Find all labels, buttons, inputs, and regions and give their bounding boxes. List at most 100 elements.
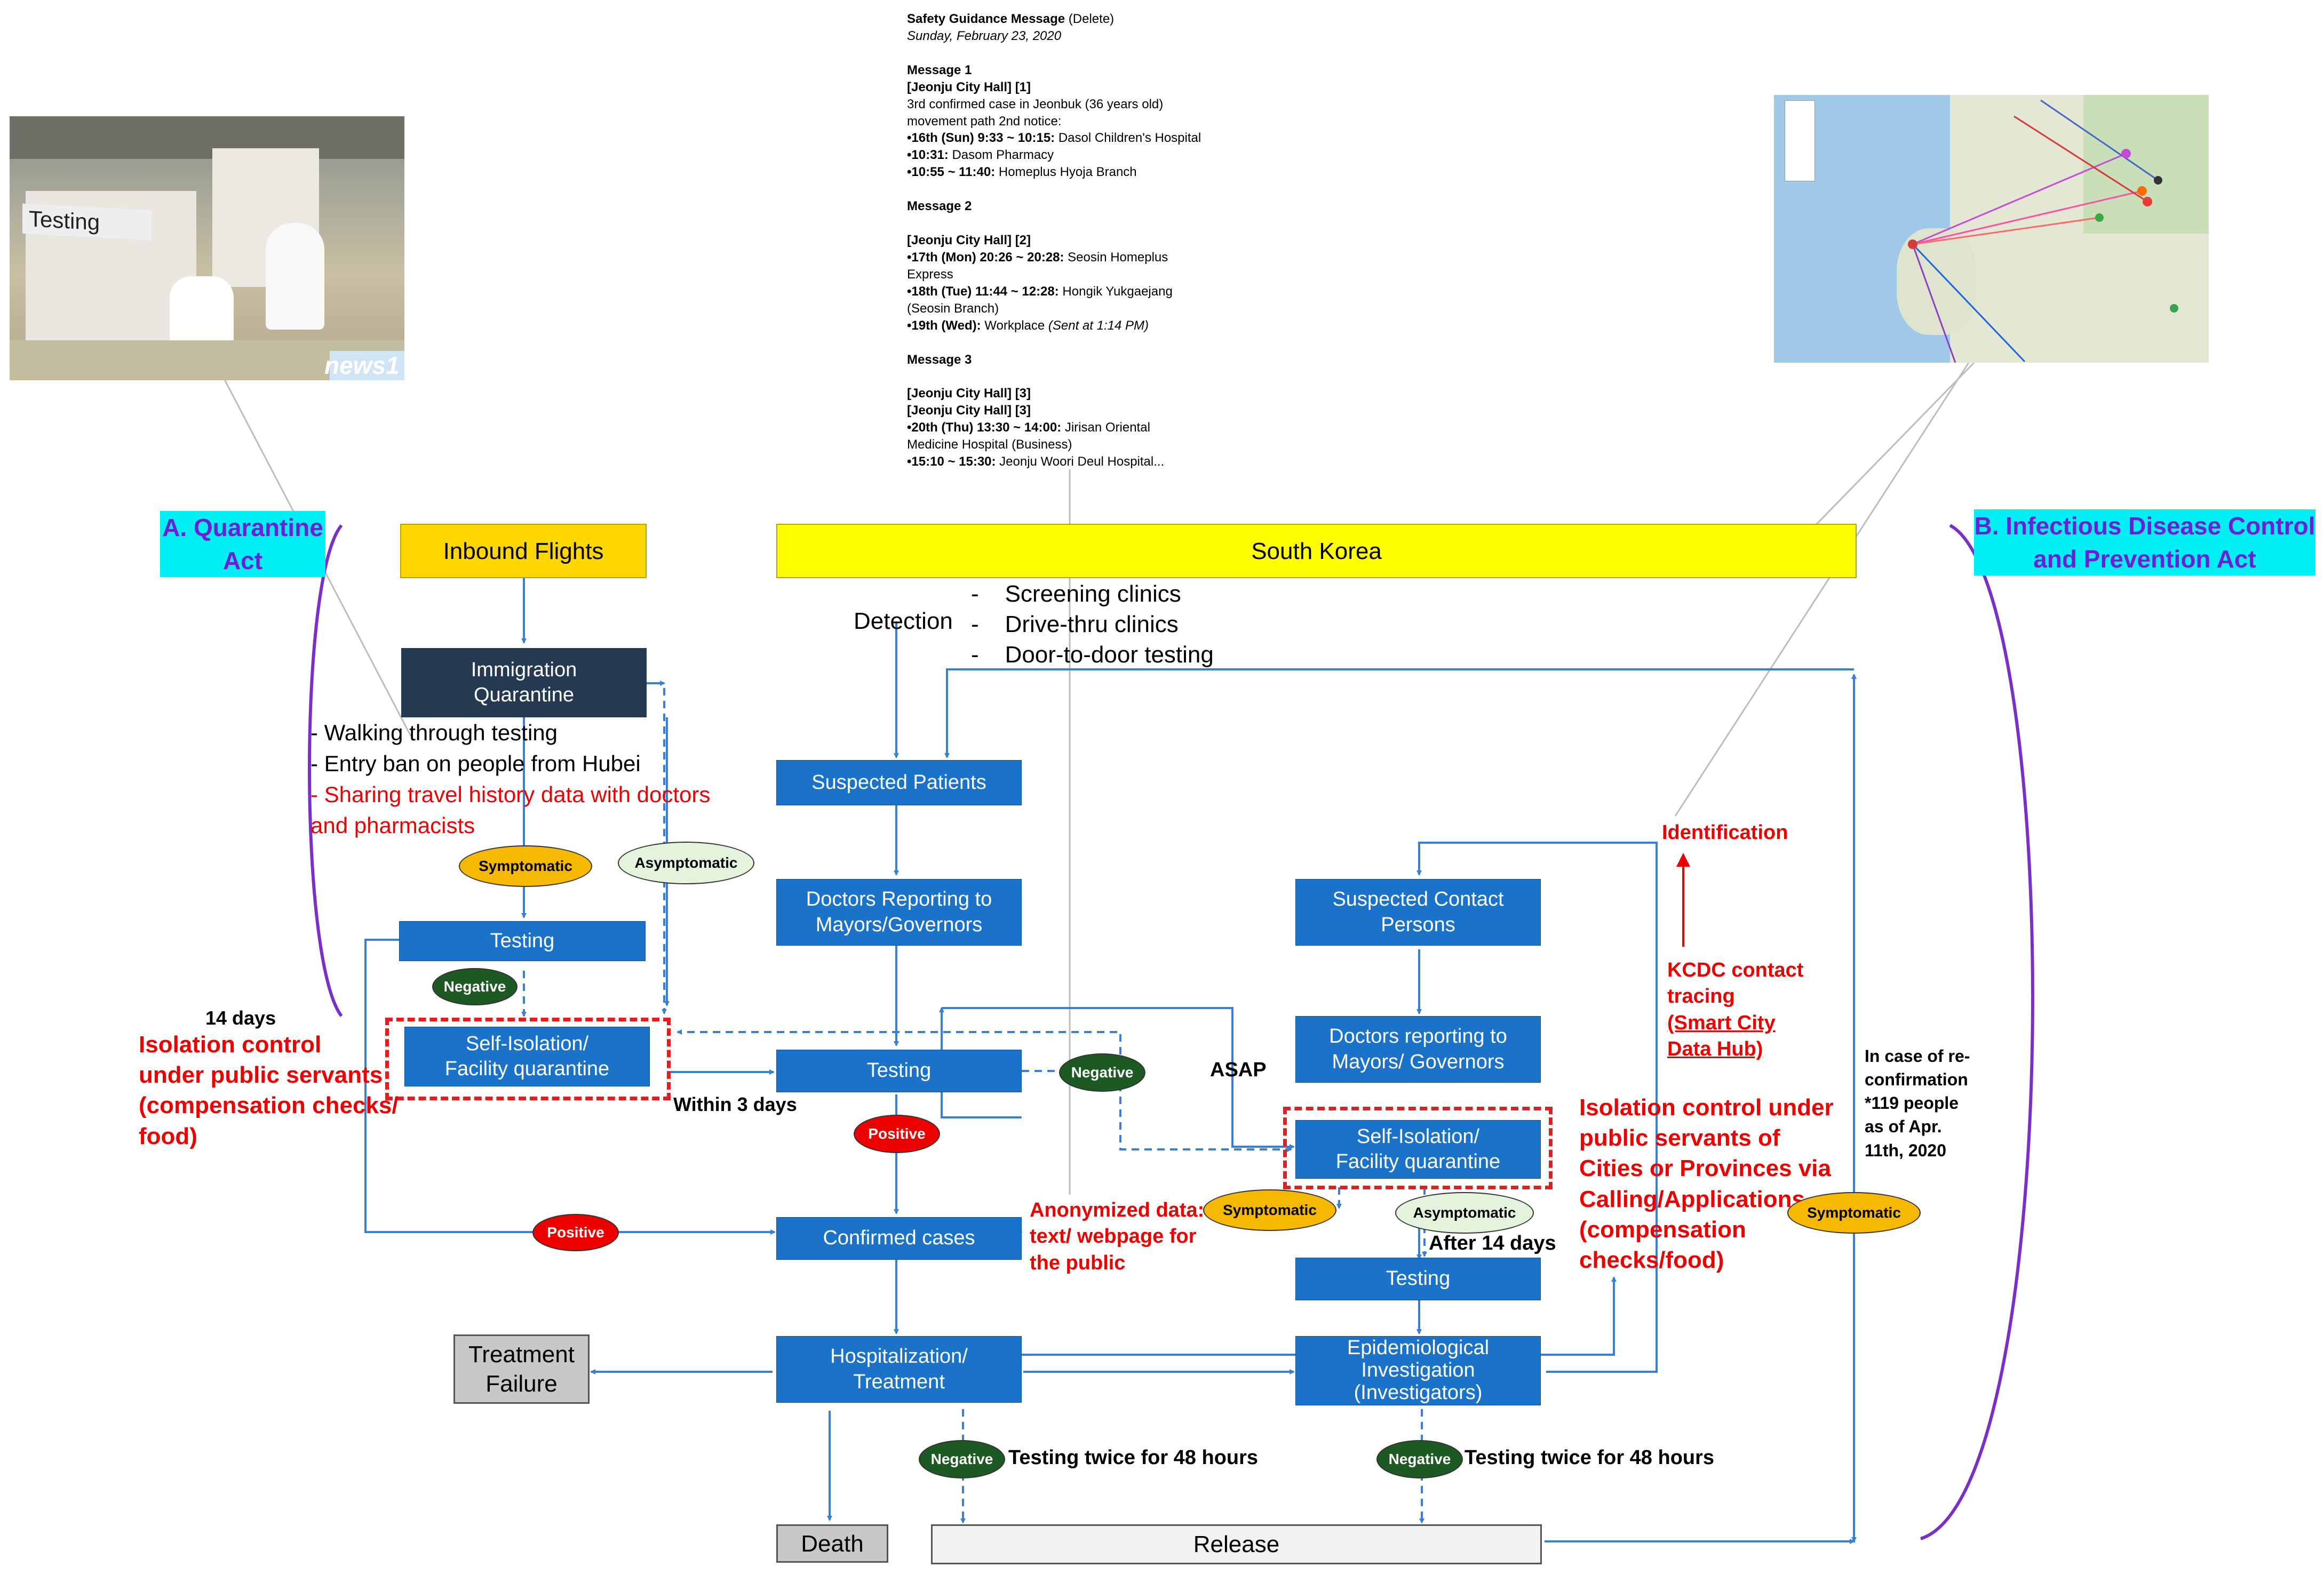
immigration-quarantine-box: Immigration Quarantine	[401, 648, 647, 717]
isolation-right-line-3: Cities or Provinces via	[1579, 1155, 1831, 1182]
message-1-line-3-time: •10:55 ~ 11:40:	[907, 165, 996, 180]
message-panel-title-suffix: (Delete)	[1065, 12, 1115, 26]
message-2-line-1-cont: Express	[907, 267, 953, 282]
anonymized-data-label: Anonymized data: text/ webpage for the p…	[1030, 1197, 1204, 1276]
hospitalization-line-2: Treatment	[853, 1370, 945, 1393]
message-3-source: [Jeonju City Hall] [3]	[907, 386, 1031, 401]
quarantine-act-label: A. Quarantine Act	[160, 511, 325, 578]
message-2-line-3: Workplace	[981, 318, 1048, 333]
confirmed-cases-box: Confirmed cases	[776, 1217, 1022, 1260]
self-isolation-right-line-2: Facility quarantine	[1335, 1150, 1501, 1173]
self-isolation-left-line-1: Self-Isolation/	[465, 1032, 589, 1055]
smart-city-link-line-2[interactable]: Data Hub)	[1667, 1038, 1763, 1061]
infectious-disease-act-label: B. Infectious Disease Control and Preven…	[1974, 509, 2315, 576]
within-3-days-label: Within 3 days	[673, 1093, 797, 1115]
message-2-line-3-note: (Sent at 1:14 PM)	[1048, 318, 1149, 333]
symptomatic-oval-mid: Symptomatic	[1203, 1189, 1336, 1231]
note-sharing-travel-history-2: and pharmacists	[311, 812, 475, 838]
kcdc-line-2: tracing	[1667, 985, 1735, 1008]
message-2-line-2-time: •18th (Tue) 11:44 ~ 12:28:	[907, 284, 1059, 299]
hospitalization-box: Hospitalization/ Treatment	[776, 1336, 1022, 1403]
immigration-line-2: Quarantine	[473, 684, 574, 706]
self-isolation-box-right: Self-Isolation/ Facility quarantine	[1295, 1120, 1541, 1179]
doctors-reporting-left-line-1: Doctors Reporting to	[806, 888, 992, 910]
isolation-right-line-6: checks/food)	[1579, 1246, 1724, 1273]
testing-site-photo: Testing news1	[10, 116, 404, 380]
message-1-source: [Jeonju City Hall] [1]	[907, 79, 1031, 94]
quarantine-act-line-1: A. Quarantine	[162, 514, 323, 541]
detection-method-door-to-door: Door-to-door testing	[1005, 642, 1214, 668]
treatment-failure-line-1: Treatment	[468, 1341, 575, 1368]
negative-oval-bottom-center: Negative	[919, 1440, 1005, 1478]
doctors-reporting-left-line-2: Mayors/Governors	[815, 913, 983, 936]
message-3-line-1-time: •20th (Thu) 13:30 ~ 14:00:	[907, 420, 1062, 435]
self-isolation-right-line-1: Self-Isolation/	[1356, 1125, 1480, 1148]
note-entry-ban: - Entry ban on people from Hubei	[311, 750, 641, 776]
infectious-disease-act-line-1: B. Infectious Disease Control	[1974, 512, 2315, 540]
asap-label: ASAP	[1210, 1059, 1267, 1081]
message-panel-date: Sunday, February 23, 2020	[907, 28, 1062, 43]
negative-oval-left: Negative	[432, 968, 518, 1005]
testing-twice-right-label: Testing twice for 48 hours	[1465, 1446, 1715, 1469]
isolation-left-line-1: Isolation control	[139, 1032, 322, 1058]
isolation-left-line-4: food)	[139, 1123, 197, 1149]
message-2-line-1-time: •17th (Mon) 20:26 ~ 20:28:	[907, 250, 1064, 265]
message-panel-title: Safety Guidance Message	[907, 12, 1065, 26]
asymptomatic-oval-left: Asymptomatic	[618, 842, 754, 884]
isolation-control-left: Isolation control under public servants …	[139, 1029, 399, 1152]
note-sharing-travel-history: - Sharing travel history data with docto…	[311, 781, 711, 807]
anonymized-line-3: the public	[1030, 1251, 1126, 1274]
infectious-disease-act-line-2: and Prevention Act	[2033, 545, 2256, 573]
negative-oval-bottom-right: Negative	[1376, 1440, 1463, 1478]
testing-box-right: Testing	[1295, 1258, 1541, 1300]
self-isolation-frame-left	[385, 1018, 671, 1100]
message-3-line-1-cont: Medicine Hospital (Business)	[907, 437, 1072, 452]
suspected-contacts-box: Suspected Contact Persons	[1295, 879, 1541, 946]
message-1-line-2-time: •10:31:	[907, 148, 949, 163]
fourteen-days-label: 14 days	[205, 1007, 276, 1029]
immigration-line-1: Immigration	[471, 658, 577, 681]
message-2-line-3-time: •19th (Wed):	[907, 318, 981, 333]
message-2-source: [Jeonju City Hall] [2]	[907, 233, 1031, 248]
inbound-flights-box: Inbound Flights	[400, 524, 647, 578]
isolation-right-line-5: (compensation	[1579, 1216, 1746, 1243]
doctors-reporting-box-right: Doctors reporting to Mayors/ Governors	[1295, 1016, 1541, 1083]
kcdc-line-1: KCDC contact	[1667, 959, 1804, 981]
doctors-reporting-right-line-2: Mayors/ Governors	[1332, 1050, 1505, 1073]
message-3-source-2: [Jeonju City Hall] [3]	[907, 403, 1031, 418]
symptomatic-oval-left: Symptomatic	[459, 845, 592, 887]
message-2-line-1: Seosin Homeplus	[1064, 250, 1168, 265]
anonymized-line-1: Anonymized data:	[1030, 1199, 1205, 1221]
testing-box-center: Testing	[776, 1050, 1022, 1092]
message-3-line-2-time: •15:10 ~ 15:30:	[907, 454, 996, 469]
suspected-contacts-line-1: Suspected Contact	[1332, 888, 1504, 910]
reconfirmation-line-2: confirmation	[1865, 1070, 1968, 1090]
epidemiological-line-1: Epidemiological	[1347, 1337, 1490, 1360]
reconfirmation-note: In case of re- confirmation *119 people …	[1865, 1044, 1970, 1162]
symptomatic-oval-right: Symptomatic	[1787, 1192, 1921, 1234]
death-box: Death	[776, 1524, 888, 1563]
identification-label: Identification	[1662, 821, 1788, 844]
epidemiological-line-3: (Investigators)	[1354, 1381, 1483, 1404]
note-walking-testing: - Walking through testing	[311, 720, 558, 745]
message-2-line-2-cont: (Seosin Branch)	[907, 301, 999, 316]
treatment-failure-line-2: Failure	[486, 1371, 558, 1397]
smart-city-link-line-1[interactable]: (Smart City	[1667, 1011, 1776, 1034]
testing-box-left: Testing	[399, 921, 646, 961]
suspected-patients-box: Suspected Patients	[776, 760, 1022, 805]
message-3-line-2: Jeonju Woori Deul Hospital...	[996, 454, 1165, 469]
detection-method-drive-thru: Drive-thru clinics	[1005, 611, 1179, 638]
contact-tracing-map	[1774, 95, 2209, 363]
reconfirmation-line-3: *119 people	[1865, 1093, 1959, 1113]
south-korea-box: South Korea	[776, 524, 1857, 578]
treatment-failure-box: Treatment Failure	[453, 1334, 590, 1404]
anonymized-line-2: text/ webpage for	[1030, 1225, 1197, 1248]
reconfirmation-line-4: as of Apr.	[1865, 1117, 1942, 1137]
self-isolation-left-line-2: Facility quarantine	[444, 1058, 610, 1080]
positive-oval-center: Positive	[854, 1115, 940, 1153]
reconfirmation-line-1: In case of re-	[1865, 1046, 1970, 1066]
message-2-title: Message 2	[907, 199, 972, 214]
epidemiological-line-2: Investigation	[1361, 1359, 1475, 1382]
release-box: Release	[931, 1524, 1542, 1564]
